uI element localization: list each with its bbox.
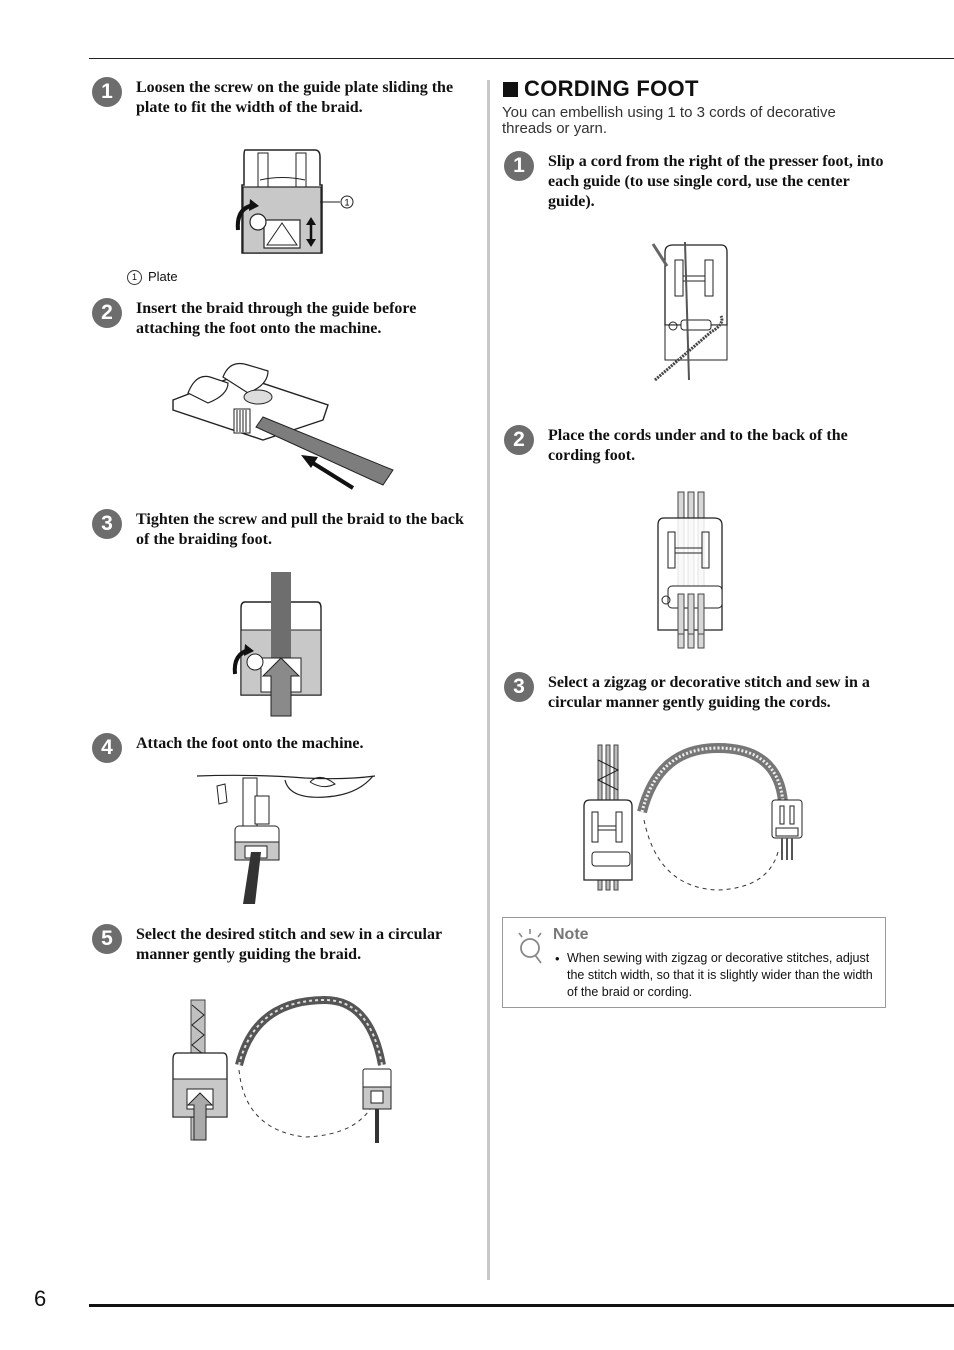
note-text: When sewing with zigzag or decorative st… (567, 951, 873, 999)
cording-step-3-text: Select a zigzag or decorative stitch and… (548, 674, 870, 711)
step-1-text: Loosen the screw on the guide plate slid… (136, 79, 454, 116)
note-bullet: • (555, 951, 560, 966)
plate-callout-number: 1 (344, 198, 349, 208)
tighten-screw-figure (232, 572, 322, 717)
note-box: Note • When sewing with zigzag or decora… (502, 917, 886, 1008)
cording-step-3-badge: 3 (504, 672, 534, 702)
attach-foot-figure (196, 774, 376, 904)
section-title-text: CORDING FOOT (524, 76, 699, 101)
step-4-badge: 4 (92, 733, 122, 763)
bottom-rule (89, 1304, 954, 1307)
note-title: Note (553, 926, 589, 943)
plate-caption-text: Plate (148, 269, 178, 284)
page-number: 6 (34, 1286, 47, 1311)
step-2-badge: 2 (92, 298, 122, 328)
step-1-badge: 1 (92, 77, 122, 107)
step-4-text: Attach the foot onto the machine. (136, 735, 364, 752)
section-title-marker (503, 81, 518, 97)
cording-step-1-text: Slip a cord from the right of the presse… (548, 153, 884, 210)
note-bulb-icon (518, 929, 542, 964)
column-divider (487, 80, 490, 1280)
plate-caption-number: 1 (127, 270, 142, 286)
step-3-badge: 3 (92, 509, 122, 539)
cording-step-2-text: Place the cords under and to the back of… (548, 427, 848, 464)
plate-adjust-figure: 1 (235, 149, 354, 254)
circular-braid-figure (172, 995, 392, 1143)
top-rule (89, 58, 954, 59)
braid-insert-figure (172, 362, 394, 490)
circular-cording-figure (583, 742, 803, 891)
plate-caption: 1 Plate (127, 269, 178, 286)
section-title: CORDING FOOT (503, 76, 699, 102)
step-3-text: Tighten the screw and pull the braid to … (136, 511, 464, 548)
cording-step-2-badge: 2 (504, 425, 534, 455)
section-intro: You can embellish using 1 to 3 cords of … (502, 104, 836, 137)
cord-slip-figure (651, 241, 728, 382)
step-5-badge: 5 (92, 924, 122, 954)
cords-under-figure (657, 491, 723, 649)
step-2-text: Insert the braid through the guide befor… (136, 300, 417, 337)
step-5-text: Select the desired stitch and sew in a c… (136, 926, 442, 963)
cording-step-1-badge: 1 (504, 151, 534, 181)
